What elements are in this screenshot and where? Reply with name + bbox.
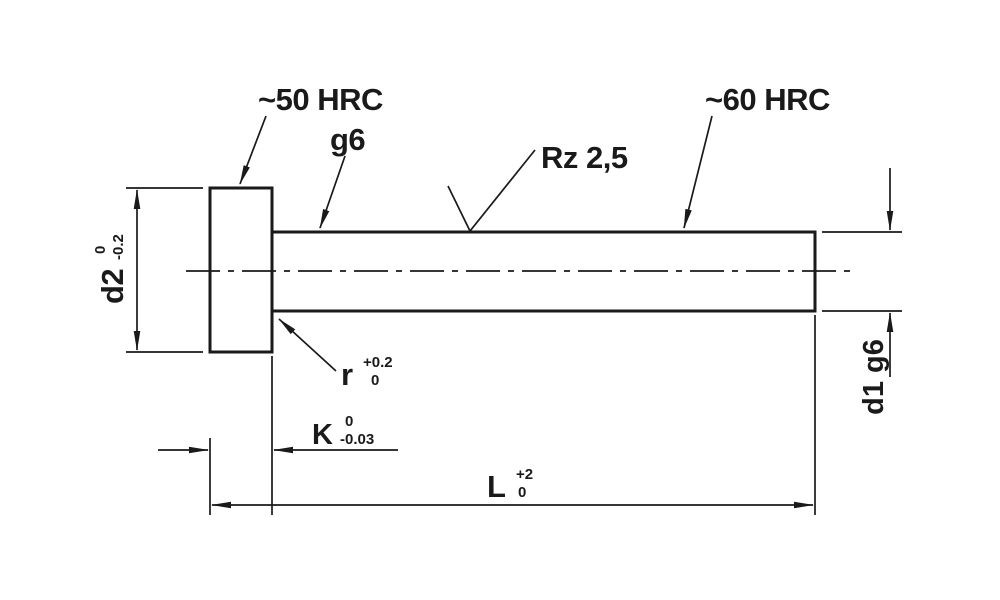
pin-head: [208, 186, 274, 354]
k-tolerance-lower: -0.03: [340, 431, 374, 448]
l-tolerance-lower: 0: [518, 484, 526, 501]
l-label: L: [487, 469, 505, 504]
hardness-head-leader-line: [239, 115, 267, 185]
k-label: K: [312, 419, 333, 451]
r-label: r: [341, 357, 353, 392]
shaft-fit-label: g6: [330, 122, 365, 157]
d2-label: d2: [95, 269, 130, 304]
hardness-shaft-leader-line: [683, 115, 713, 229]
hardness-head-label: ~50 HRC: [258, 82, 383, 117]
r-leader-line: [278, 318, 337, 372]
r-tolerance-upper: +0.2: [363, 354, 393, 371]
r-tolerance-lower: 0: [371, 372, 379, 389]
roughness-symbol: [447, 149, 536, 233]
d2-tolerance-lower: -0.2: [110, 234, 127, 260]
d2-tolerance-upper: 0: [92, 246, 109, 254]
d1-label-group: d1 g6: [858, 339, 890, 415]
hardness-shaft-label: ~60 HRC: [705, 82, 830, 117]
d1-label: d1 g6: [858, 339, 890, 415]
l-tolerance-upper: +2: [516, 466, 533, 483]
roughness-label: Rz 2,5: [541, 140, 628, 175]
d2-label-group: d2 0 -0.2: [92, 234, 130, 304]
k-tolerance-upper: 0: [345, 413, 353, 430]
shaft-fit-leader-line: [319, 155, 346, 229]
